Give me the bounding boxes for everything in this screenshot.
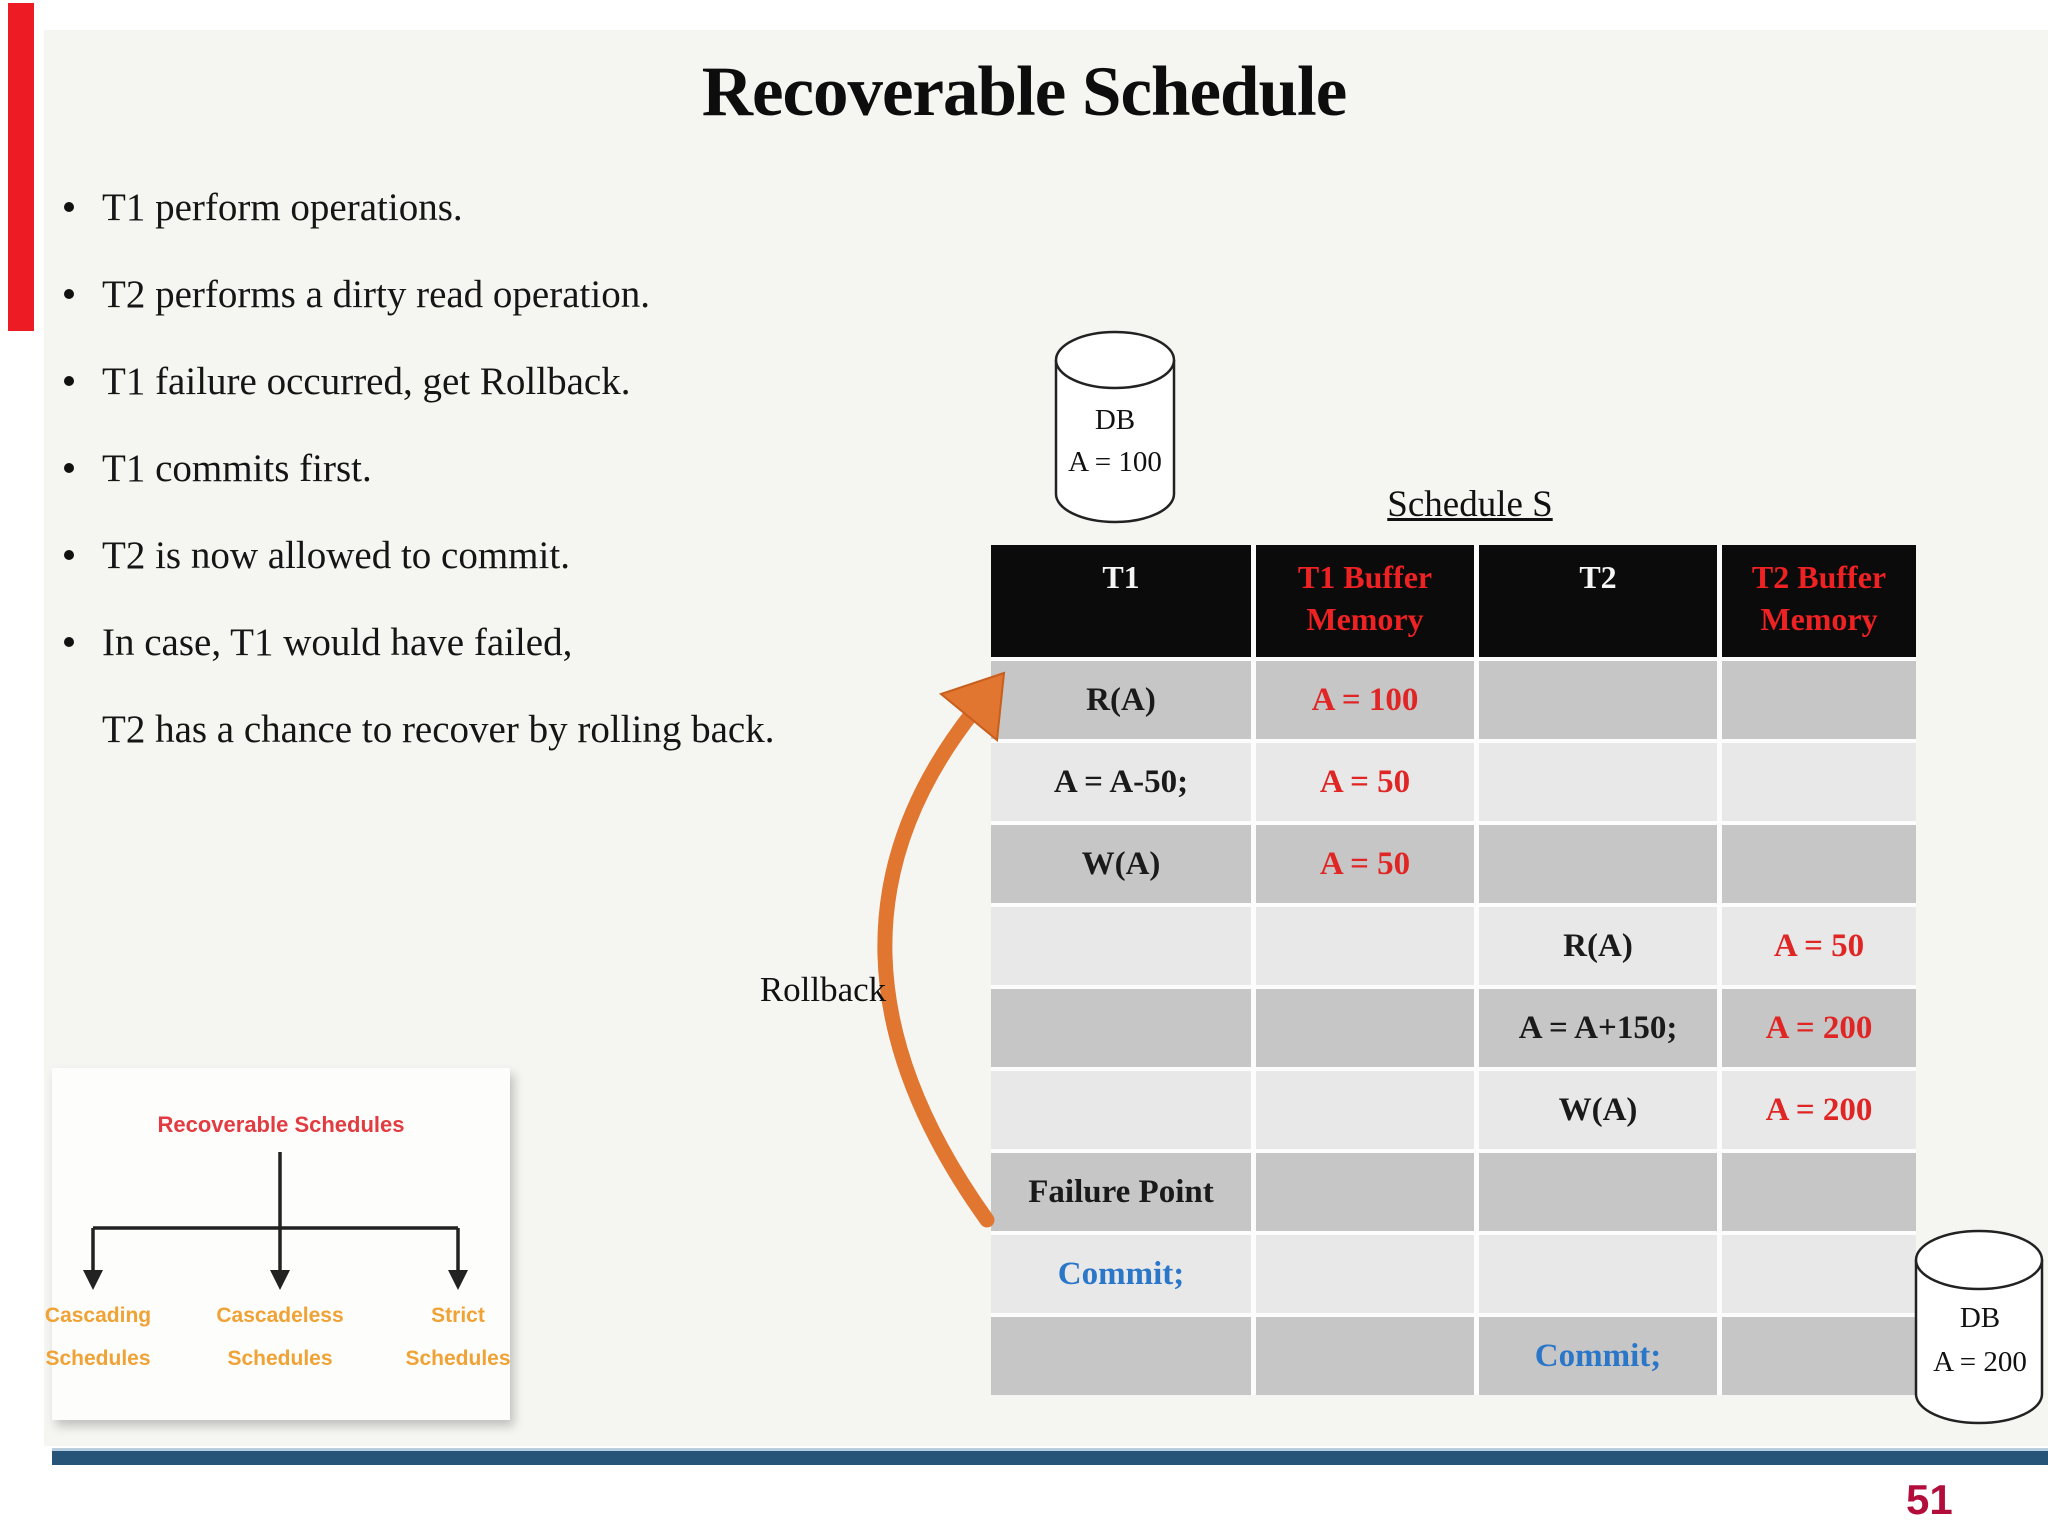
- bullet-text: In case, T1 would have failed,: [102, 620, 573, 664]
- bullet-item: T2 performs a dirty read operation.: [60, 270, 650, 318]
- table-cell: W(A): [991, 825, 1251, 903]
- rollback-label: Rollback: [759, 970, 887, 1009]
- table-cell: [1256, 907, 1474, 985]
- bullet-text: T1 perform operations.: [102, 185, 463, 229]
- bullet-item: T1 failure occurred, get Rollback.: [60, 357, 630, 405]
- schedules-tree-card: Recoverable Schedules Cascading Schedule…: [45, 1068, 511, 1420]
- db-final-value: A = 200: [1933, 1346, 2027, 1378]
- schedule-label: Schedule S: [1387, 484, 1553, 525]
- table-cell: [1479, 661, 1717, 739]
- table-cell: W(A): [1479, 1071, 1717, 1149]
- tree-child-line: Schedules: [227, 1347, 333, 1370]
- bullet-text: T1 commits first.: [102, 446, 372, 490]
- table-cell: [1256, 1317, 1474, 1395]
- table-cell: [1256, 1235, 1474, 1313]
- db-initial-value: A = 100: [1068, 446, 1162, 478]
- table-cell: [991, 1317, 1251, 1395]
- column-header-t2-buffer: T2 Buffer Memory: [1722, 545, 1916, 657]
- table-cell: A = 200: [1722, 1071, 1916, 1149]
- tree-child-line: Cascadeless: [216, 1304, 344, 1327]
- column-header-t1: T1: [991, 545, 1251, 657]
- rollback-arrow-icon: [877, 671, 1006, 1228]
- footer-divider-bar: [52, 1448, 2048, 1465]
- bullet-dot-icon: [64, 376, 74, 386]
- table-cell-t2-commit: Commit;: [1479, 1317, 1717, 1395]
- tree-child-line: Schedules: [45, 1347, 151, 1370]
- bullet-dot-icon: [64, 289, 74, 299]
- table-cell: [991, 907, 1251, 985]
- db-cylinder-final: DB A = 200: [1910, 1226, 2048, 1430]
- tree-child-line: Strict: [431, 1304, 485, 1327]
- column-header-t1-buffer: T1 Buffer Memory: [1256, 545, 1474, 657]
- table-cell: [1479, 825, 1717, 903]
- table-cell: [1256, 989, 1474, 1067]
- bullet-text: T2 performs a dirty read operation.: [102, 272, 650, 316]
- table-cell-failure-point: Failure Point: [991, 1153, 1251, 1231]
- column-header-t2: T2: [1479, 545, 1717, 657]
- bullet-dot-icon: [64, 463, 74, 473]
- bullet-text: T2 is now allowed to commit.: [102, 533, 570, 577]
- table-cell: [991, 989, 1251, 1067]
- left-accent-bar: [8, 3, 34, 331]
- table-cell: [1722, 661, 1916, 739]
- table-cell-t1-commit: Commit;: [991, 1235, 1251, 1313]
- table-cell: [1722, 1317, 1916, 1395]
- table-cell: [1722, 1153, 1916, 1231]
- table-cell: [991, 1071, 1251, 1149]
- table-cell: A = 200: [1722, 989, 1916, 1067]
- tree-child-line: Schedules: [405, 1347, 511, 1370]
- bullet-text: T1 failure occurred, get Rollback.: [102, 359, 631, 403]
- database-cylinder-icon: [1914, 1229, 2044, 1425]
- tree-child-cascading: Cascading Schedules: [45, 1294, 151, 1380]
- table-cell: A = 50: [1256, 743, 1474, 821]
- tree-child-strict: Strict Schedules: [405, 1294, 510, 1380]
- table-cell: A = 50: [1256, 825, 1474, 903]
- table-cell: R(A): [1479, 907, 1717, 985]
- tree-child-cascadeless: Cascadeless Schedules: [216, 1294, 343, 1380]
- table-cell: [1722, 1235, 1916, 1313]
- page-title: Recoverable Schedule: [701, 53, 1348, 131]
- table-cell: A = A+150;: [1479, 989, 1717, 1067]
- bullet-text: T2 has a chance to recover by rolling ba…: [102, 707, 775, 751]
- bullet-item: T1 commits first.: [60, 444, 372, 492]
- bullet-dot-icon: [64, 637, 74, 647]
- db-cylinder-initial: DB A = 100: [1050, 326, 1180, 528]
- database-cylinder-icon: [1054, 330, 1176, 524]
- table-cell: [1722, 825, 1916, 903]
- table-cell: [1479, 1235, 1717, 1313]
- tree-title: Recoverable Schedules: [157, 1112, 405, 1137]
- db-final-name: DB: [1959, 1302, 2001, 1334]
- table-cell: [1722, 743, 1916, 821]
- table-cell: [1479, 743, 1717, 821]
- tree-child-line: Cascading: [44, 1304, 152, 1327]
- bullet-item: T2 is now allowed to commit.: [60, 531, 570, 579]
- db-initial-name: DB: [1094, 404, 1136, 436]
- page-number: 51: [1906, 1476, 1953, 1523]
- schedule-table: T1 T1 Buffer Memory T2 T2 Buffer Memory …: [991, 545, 1916, 1395]
- table-cell: A = A-50;: [991, 743, 1251, 821]
- bullet-item: T1 perform operations.: [60, 183, 463, 231]
- bullet-dot-icon: [64, 550, 74, 560]
- bullet-item-continuation: T2 has a chance to recover by rolling ba…: [60, 705, 774, 753]
- table-cell: [1256, 1153, 1474, 1231]
- table-cell: R(A): [991, 661, 1251, 739]
- table-cell: A = 100: [1256, 661, 1474, 739]
- table-cell: A = 50: [1722, 907, 1916, 985]
- bullet-dot-icon: [64, 202, 74, 212]
- tree-connector-lines-icon: [83, 1152, 468, 1290]
- table-cell: [1479, 1153, 1717, 1231]
- bullet-item: In case, T1 would have failed,: [60, 618, 572, 666]
- table-cell: [1256, 1071, 1474, 1149]
